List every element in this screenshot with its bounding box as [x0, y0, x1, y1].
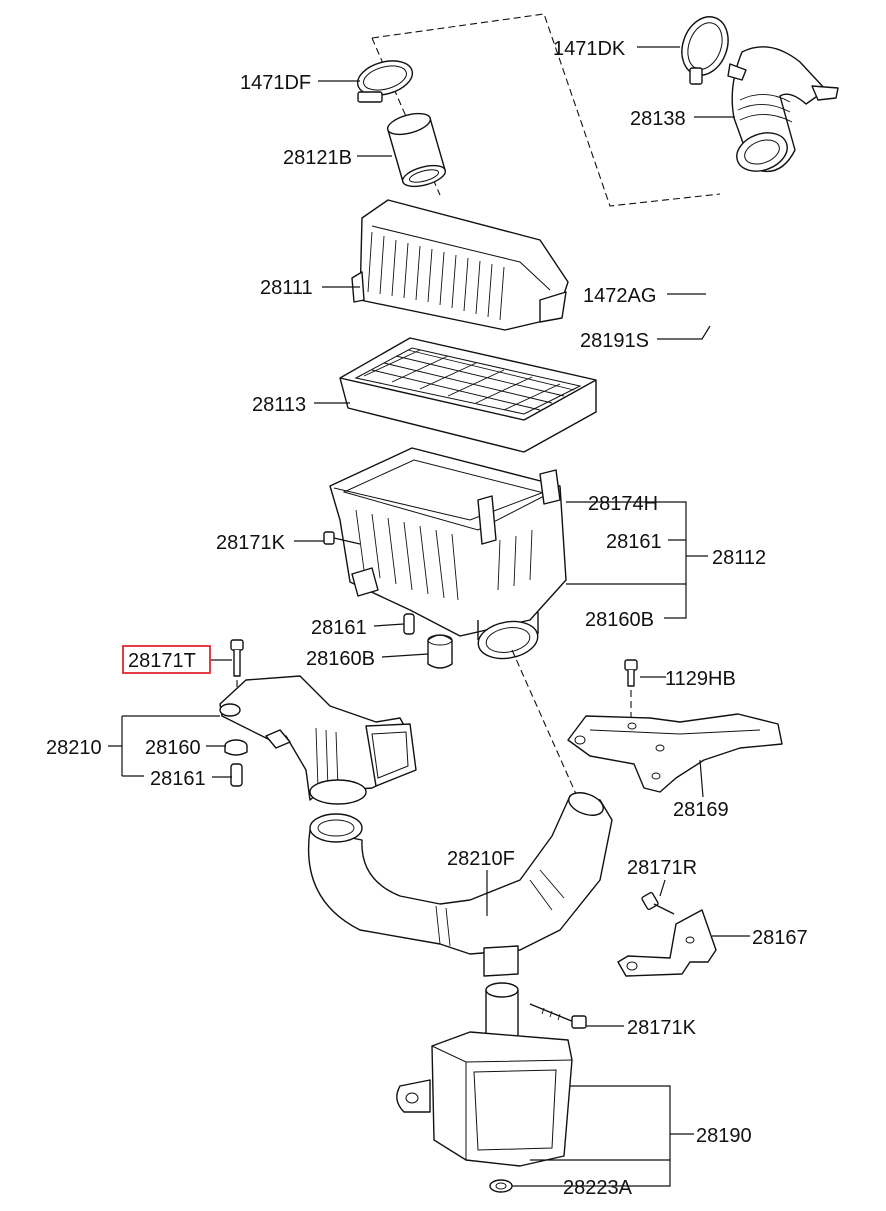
resonator-28190 — [396, 982, 573, 1167]
label-28191S: 28191S — [580, 330, 649, 352]
label-28171T: 28171T — [128, 650, 196, 672]
bracket-28167 — [617, 909, 717, 977]
label-28210F: 28210F — [447, 848, 515, 870]
label-28161-left: 28161 — [150, 768, 206, 790]
duct-hose-28210F — [307, 792, 613, 977]
bolt-28171T — [230, 639, 244, 704]
pin-28161-mid — [403, 613, 415, 635]
label-28111: 28111 — [260, 277, 313, 299]
bracket-28169 — [567, 713, 783, 793]
clamp-1471DK — [681, 16, 729, 85]
bolt-1129HB — [624, 659, 638, 720]
highlight-box-28171T — [122, 645, 211, 674]
label-28210: 28210 — [46, 737, 102, 759]
dashed-connector-outlet — [511, 649, 577, 795]
leader-lines — [108, 46, 750, 1187]
grommet-28160 — [224, 739, 248, 756]
sleeve-28121B — [386, 112, 447, 188]
label-1471DK: 1471DK — [553, 38, 626, 60]
label-28167: 28167 — [752, 927, 808, 949]
intake-hose-28138 — [727, 46, 839, 173]
label-28169: 28169 — [673, 799, 729, 821]
label-28160B-right: 28160B — [585, 609, 654, 631]
grommet-28160B-mid — [427, 634, 453, 669]
air-cleaner-body-28112 — [329, 447, 567, 660]
label-28190: 28190 — [696, 1125, 752, 1147]
air-cleaner-cover-28111 — [351, 199, 569, 331]
bolt-28171K-top — [323, 531, 361, 545]
bolt-28171R — [641, 891, 675, 915]
label-28121B: 28121B — [283, 147, 352, 169]
label-28161-right: 28161 — [606, 531, 662, 553]
label-28171K-bottom: 28171K — [627, 1017, 697, 1039]
air-filter-28113 — [339, 337, 597, 453]
label-28160: 28160 — [145, 737, 201, 759]
label-28161-mid: 28161 — [311, 617, 367, 639]
label-1129HB: 1129HB — [665, 668, 736, 690]
nut-28223A — [489, 1179, 513, 1193]
pin-28161-left — [230, 763, 243, 787]
label-1471DF: 1471DF — [240, 72, 311, 94]
label-28113: 28113 — [252, 394, 306, 416]
clamp-1471DF — [356, 60, 414, 103]
label-28160B-mid: 28160B — [306, 648, 375, 670]
bolt-28171K-bottom — [529, 1003, 587, 1029]
label-28171K-top: 28171K — [216, 532, 286, 554]
part-labels: 1471DF 1471DK 28138 28121B 28111 1472AG … — [46, 38, 808, 1199]
label-28223A: 28223A — [563, 1177, 633, 1199]
label-28171R: 28171R — [627, 857, 697, 879]
label-28174H: 28174H — [588, 493, 658, 515]
label-28138: 28138 — [630, 108, 686, 130]
duct-28210 — [219, 675, 417, 805]
label-28112: 28112 — [712, 547, 766, 569]
label-1472AG: 1472AG — [583, 285, 656, 307]
